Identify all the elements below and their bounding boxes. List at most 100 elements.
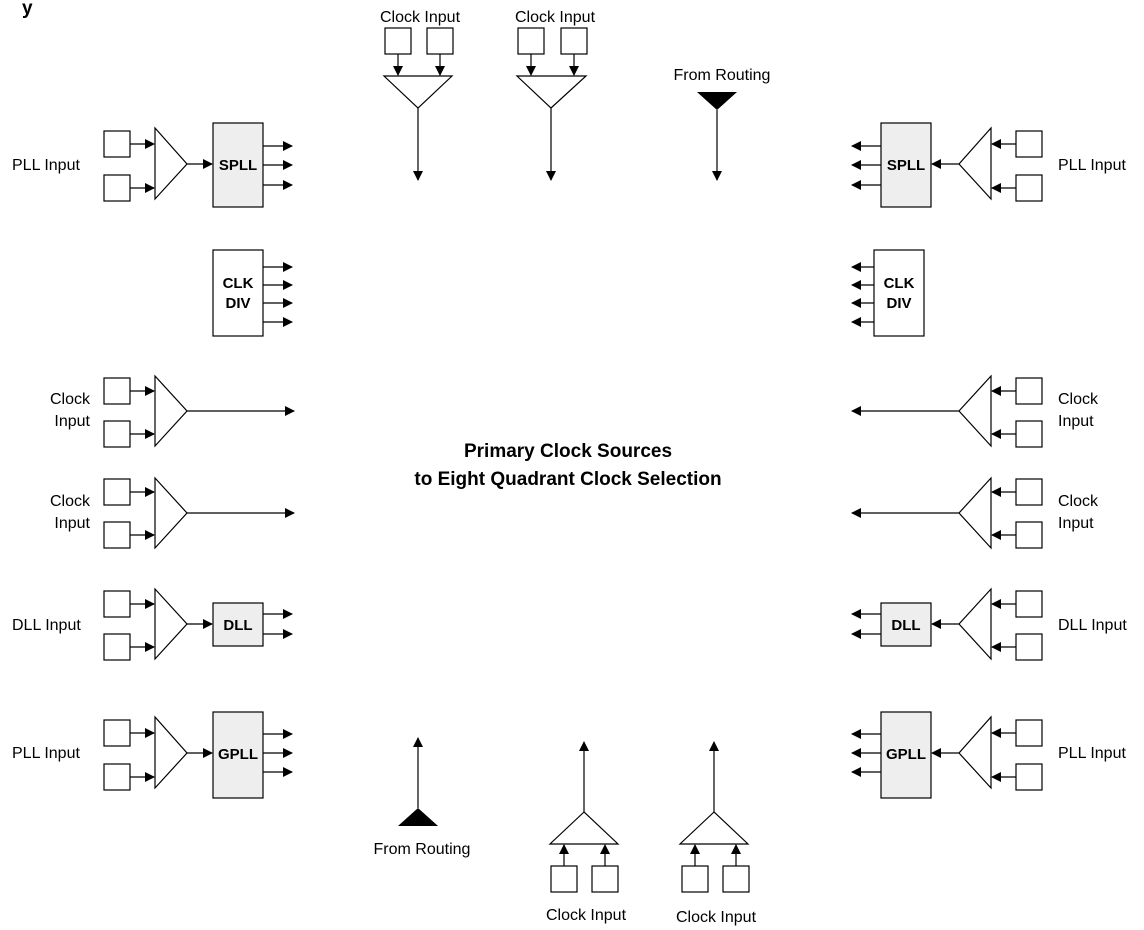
input-pad-icon <box>103 521 131 549</box>
buffer-triangle-icon <box>154 715 188 790</box>
right-clock-input-2-group: Clock Input <box>851 476 1099 550</box>
gpll-block <box>880 711 932 799</box>
partial-title-fragment: y <box>22 0 33 19</box>
left-clock-input-2-label-line1: Clock <box>50 493 91 510</box>
input-pad-icon <box>1015 420 1043 448</box>
right-clock-input-1-group: Clock Input <box>851 374 1099 448</box>
left-clock-input-1-group: Clock Input <box>50 374 295 448</box>
buffer-triangle-icon <box>958 587 992 661</box>
bottom-clock-input-left-label: Clock Input <box>546 907 627 924</box>
top-clock-input-right-label: Clock Input <box>515 9 596 26</box>
input-pad-icon <box>722 865 750 893</box>
buffer-triangle-icon <box>154 476 188 550</box>
input-pad-icon <box>1015 590 1043 618</box>
left-dll-input-label: DLL Input <box>12 617 81 634</box>
buffer-triangle-icon <box>154 374 188 448</box>
input-pad-icon <box>103 719 131 747</box>
bottom-clock-input-right-group: Clock Input <box>676 741 757 926</box>
bottom-from-routing-label: From Routing <box>374 841 471 858</box>
right-clock-input-1-label-line2: Input <box>1058 413 1094 430</box>
input-pad-icon <box>103 130 131 158</box>
buffer-triangle-icon <box>958 126 992 201</box>
bottom-clock-input-right-label: Clock Input <box>676 909 757 926</box>
clkdiv-label-line1: CLK <box>884 275 915 292</box>
input-pad-icon <box>103 478 131 506</box>
routing-triangle-icon <box>398 808 438 826</box>
dll-block-label: DLL <box>223 617 252 634</box>
buffer-triangle-icon <box>515 75 588 109</box>
top-clock-input-left-label: Clock Input <box>380 9 461 26</box>
center-title-line2: to Eight Quadrant Clock Selection <box>414 469 721 490</box>
input-pad-icon <box>426 27 454 55</box>
bottom-from-routing-group: From Routing <box>374 737 471 858</box>
right-spll-group: PLL Input SPLL <box>851 122 1126 208</box>
buffer-triangle-icon <box>678 811 750 845</box>
right-clkdiv-group: CLK DIV <box>851 249 925 337</box>
input-pad-icon <box>1015 763 1043 791</box>
spll-block-label: SPLL <box>887 157 925 174</box>
right-dll-group: DLL Input DLL <box>851 587 1127 661</box>
input-pad-icon <box>591 865 619 893</box>
left-clkdiv-group: CLK DIV <box>212 249 293 337</box>
routing-triangle-icon <box>697 92 737 110</box>
input-pad-icon <box>384 27 412 55</box>
right-clock-input-2-label-line1: Clock <box>1058 493 1099 510</box>
gpll-block-label: GPLL <box>218 746 258 763</box>
clkdiv-block <box>873 249 925 337</box>
top-clock-input-right-group: Clock Input <box>515 9 596 181</box>
dll-block-label: DLL <box>891 617 920 634</box>
right-dll-input-label: DLL Input <box>1058 617 1127 634</box>
input-pad-icon <box>1015 174 1043 202</box>
left-gpll-group: PLL Input GPLL <box>12 711 293 799</box>
input-pad-icon <box>1015 478 1043 506</box>
buffer-triangle-icon <box>958 374 992 448</box>
left-clock-input-2-group: Clock Input <box>50 476 295 550</box>
gpll-block <box>212 711 264 799</box>
left-spll-input-label: PLL Input <box>12 157 80 174</box>
input-pad-icon <box>103 377 131 405</box>
buffer-triangle-icon <box>154 587 188 661</box>
left-clock-input-1-label-line1: Clock <box>50 391 91 408</box>
input-pad-icon <box>103 420 131 448</box>
right-spll-input-label: PLL Input <box>1058 157 1126 174</box>
right-clock-input-1-label-line1: Clock <box>1058 391 1099 408</box>
spll-block-label: SPLL <box>219 157 257 174</box>
input-pad-icon <box>103 174 131 202</box>
right-clock-input-2-label-line2: Input <box>1058 515 1094 532</box>
input-pad-icon <box>1015 719 1043 747</box>
left-clock-input-2-label-line2: Input <box>54 515 90 532</box>
dll-block <box>212 602 264 647</box>
input-pad-icon <box>1015 633 1043 661</box>
left-spll-group: PLL Input SPLL <box>12 122 293 208</box>
left-dll-group: DLL Input DLL <box>12 587 293 661</box>
bottom-clock-input-left-group: Clock Input <box>546 741 627 924</box>
input-pad-icon <box>103 763 131 791</box>
right-gpll-input-label: PLL Input <box>1058 745 1126 762</box>
buffer-triangle-icon <box>958 476 992 550</box>
input-pad-icon <box>103 590 131 618</box>
buffer-triangle-icon <box>548 811 620 845</box>
buffer-triangle-icon <box>958 715 992 790</box>
left-gpll-input-label: PLL Input <box>12 745 80 762</box>
input-pad-icon <box>1015 130 1043 158</box>
input-pad-icon <box>550 865 578 893</box>
top-from-routing-group: From Routing <box>674 67 770 181</box>
left-clock-input-1-label-line2: Input <box>54 413 90 430</box>
clkdiv-label-line2: DIV <box>886 295 911 312</box>
input-pad-icon <box>517 27 545 55</box>
right-gpll-group: PLL Input GPLL <box>851 711 1126 799</box>
clkdiv-label-line2: DIV <box>225 295 250 312</box>
buffer-triangle-icon <box>154 126 188 201</box>
input-pad-icon <box>560 27 588 55</box>
spll-block <box>880 122 932 208</box>
input-pad-icon <box>1015 377 1043 405</box>
gpll-block-label: GPLL <box>886 746 926 763</box>
input-pad-icon <box>681 865 709 893</box>
input-pad-icon <box>1015 521 1043 549</box>
dll-block <box>880 602 932 647</box>
input-pad-icon <box>103 633 131 661</box>
clkdiv-label-line1: CLK <box>223 275 254 292</box>
top-clock-input-left-group: Clock Input <box>380 9 461 181</box>
clkdiv-block <box>212 249 264 337</box>
